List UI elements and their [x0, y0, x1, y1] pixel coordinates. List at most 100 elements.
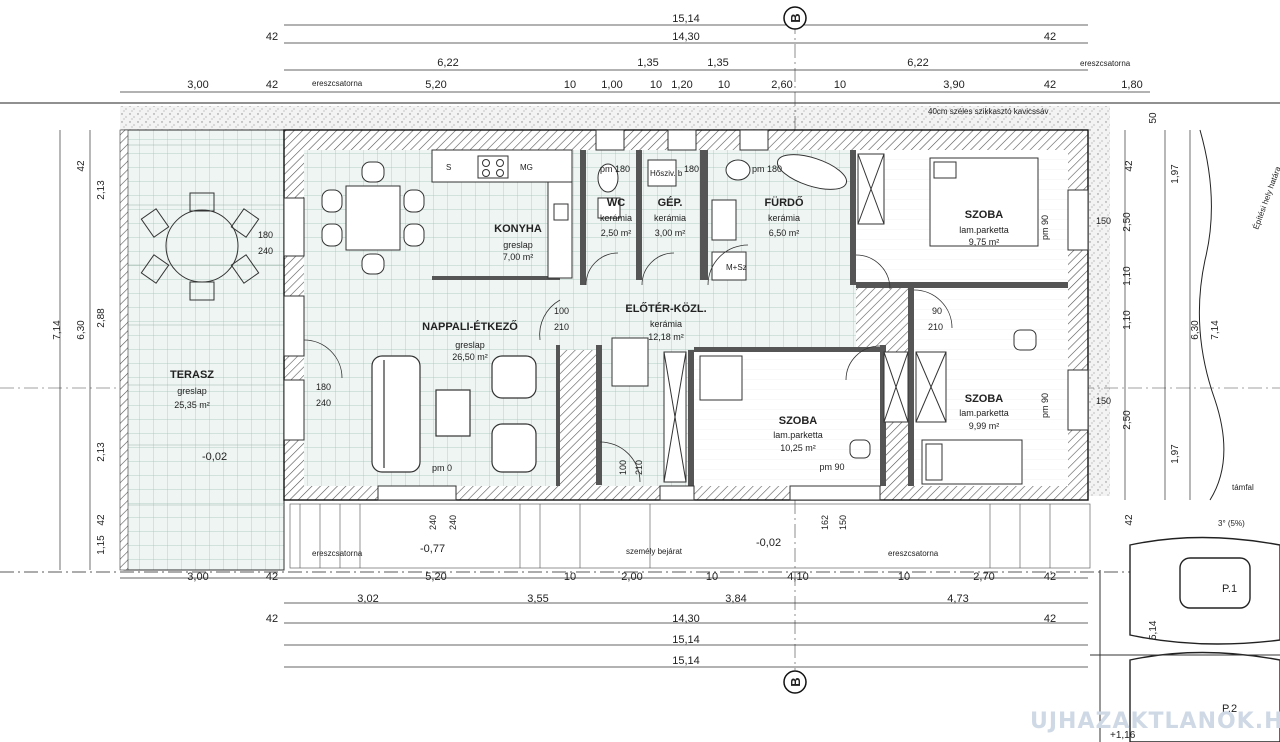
dim-top-42-right: 42 [1044, 31, 1056, 43]
dim-bot-row1-5: 10 [706, 571, 718, 583]
opening-gep-pm: 180 [684, 164, 699, 174]
parking-cars [1129, 536, 1280, 742]
dim-bot-row1-8: 2,70 [973, 571, 994, 583]
dim-bot-row1-9: 42 [1044, 571, 1056, 583]
dim-top-row3-9: 10 [834, 79, 846, 91]
dim-left-6: 7,14 [52, 320, 63, 340]
door-swings [303, 244, 953, 483]
dim-bot-row1-1: 42 [266, 571, 278, 583]
dim-top-row3-1: 42 [266, 79, 278, 91]
level-entrance-left: -0,77 [420, 543, 445, 555]
dim-left-7: 6,30 [76, 320, 87, 340]
terrace-area [123, 129, 285, 571]
svg-text:pm 0: pm 0 [432, 463, 452, 473]
dim-top-row3-8: 2,60 [771, 79, 792, 91]
dim-top-1-35-b: 1,35 [707, 57, 728, 69]
dim-right-9: 6,30 [1190, 320, 1201, 340]
gutter-label-top-right: ereszcsatorna [1080, 59, 1131, 68]
dim-left-1: 2,13 [96, 180, 107, 200]
terrace-left-border [119, 129, 129, 571]
dim-top-14-30: 14,30 [672, 31, 700, 43]
dim-top-row3-3: 10 [564, 79, 576, 91]
boundary-line [1198, 129, 1225, 501]
svg-text:FÜRDŐ: FÜRDŐ [764, 196, 804, 209]
opening-bottom-150: 150 [838, 515, 848, 530]
svg-text:KONYHA: KONYHA [494, 223, 542, 235]
gutter-label-bottom-left: ereszcsatorna [312, 549, 363, 558]
room-label-eloter: ELŐTÉR-KÖZL. kerámia 12,18 m² [625, 302, 706, 342]
svg-text:greslap: greslap [455, 340, 485, 350]
chairs [849, 329, 1037, 459]
dim-right-0: 42 [1124, 160, 1135, 172]
room-label-terasz: TERASZ greslap 25,35 m² -0,02 [170, 369, 227, 463]
opening-sz-150-a: 150 [1096, 216, 1111, 226]
dim-top-row3-2: 5,20 [425, 79, 446, 91]
kitchen-counter [431, 149, 573, 279]
opening-bottom-100: 100 [618, 460, 628, 475]
svg-text:9,99 m²: 9,99 m² [969, 421, 1000, 431]
gravel-strip-label: 40cm széles szikkasztó kavicssáv [928, 107, 1048, 116]
svg-text:WC: WC [607, 197, 625, 209]
svg-text:-0,02: -0,02 [202, 451, 227, 463]
dim-top-row3-0: 3,00 [187, 79, 208, 91]
dim-right-4: 1,10 [1122, 266, 1133, 286]
dim-left-3: 2,13 [96, 442, 107, 462]
svg-text:kerámia: kerámia [654, 213, 686, 223]
dim-bot-row1-6: 4,10 [787, 571, 808, 583]
svg-text:lam.parketta: lam.parketta [959, 408, 1009, 418]
dim-right-10: 7,14 [1210, 320, 1221, 340]
room-label-konyha: KONYHA greslap 7,00 m² [494, 223, 542, 262]
bath-fixtures [597, 154, 848, 281]
sofa-icon [371, 355, 537, 473]
dim-right-7: 1,97 [1170, 444, 1181, 464]
opening-bottom-240-a: 240 [428, 515, 438, 530]
dim-left-4: 42 [96, 514, 107, 526]
svg-text:SZOBA: SZOBA [965, 209, 1004, 221]
svg-text:kerámia: kerámia [768, 213, 800, 223]
svg-text:greslap: greslap [177, 386, 207, 396]
bath-mosogep-label: M+Sz [726, 263, 747, 272]
room-label-szoba-1: SZOBA lam.parketta 9,75 m² [959, 209, 1009, 247]
dim-bot-row2-1: 3,55 [527, 593, 548, 605]
opening-bottom-240-b: 240 [448, 515, 458, 530]
entrance-steps [289, 503, 1091, 569]
dim-bot-row1-2: 5,20 [425, 571, 446, 583]
svg-text:6,50 m²: 6,50 m² [769, 228, 800, 238]
opening-bottom-162: 162 [820, 515, 830, 530]
level-entrance-right: -0,02 [756, 537, 781, 549]
terrace-table-icon [140, 192, 260, 301]
svg-text:kerámia: kerámia [650, 319, 682, 329]
dimension-lines [59, 24, 1191, 668]
dim-right-6: 2,50 [1122, 410, 1133, 430]
opening-100: 100 [554, 306, 569, 316]
entrance-label: személy bejárat [626, 547, 683, 556]
dim-bot-row2-3: 4,73 [947, 593, 968, 605]
dim-bot-42-right: 42 [1044, 613, 1056, 625]
gutter-label-top-left: ereszcsatorna [312, 79, 363, 88]
opening-furdo-pm: pm 180 [752, 164, 782, 174]
dim-left-5: 1,15 [96, 535, 107, 555]
svg-text:TERASZ: TERASZ [170, 369, 214, 381]
boundary-label: Építési hely határa [1251, 165, 1280, 231]
parking-dim: 5,14 [1148, 620, 1159, 640]
hallway-floor [556, 280, 856, 350]
dim-right-8: 42 [1124, 514, 1135, 526]
svg-text:12,18 m²: 12,18 m² [648, 332, 684, 342]
svg-text:25,35 m²: 25,35 m² [174, 400, 210, 410]
opening-180-a: 180 [258, 230, 273, 240]
dim-left-0: 42 [76, 160, 87, 172]
dining-table-icon [321, 161, 425, 275]
svg-text:10,25 m²: 10,25 m² [780, 443, 816, 453]
dim-top-6-22-left: 6,22 [437, 57, 458, 69]
dim-bot-14-30: 14,30 [672, 613, 700, 625]
dim-bot-row1-7: 10 [898, 571, 910, 583]
dim-bot-15-14-b: 15,14 [672, 655, 700, 667]
dim-top-row3-11: 42 [1044, 79, 1056, 91]
dim-top-overall: 15,14 [672, 13, 700, 25]
opening-sz-150-b: 150 [1096, 396, 1111, 406]
dim-bot-15-14-a: 15,14 [672, 634, 700, 646]
dim-right-5: 1,10 [1122, 310, 1133, 330]
svg-text:SZOBA: SZOBA [965, 393, 1004, 405]
svg-text:greslap: greslap [503, 240, 533, 250]
